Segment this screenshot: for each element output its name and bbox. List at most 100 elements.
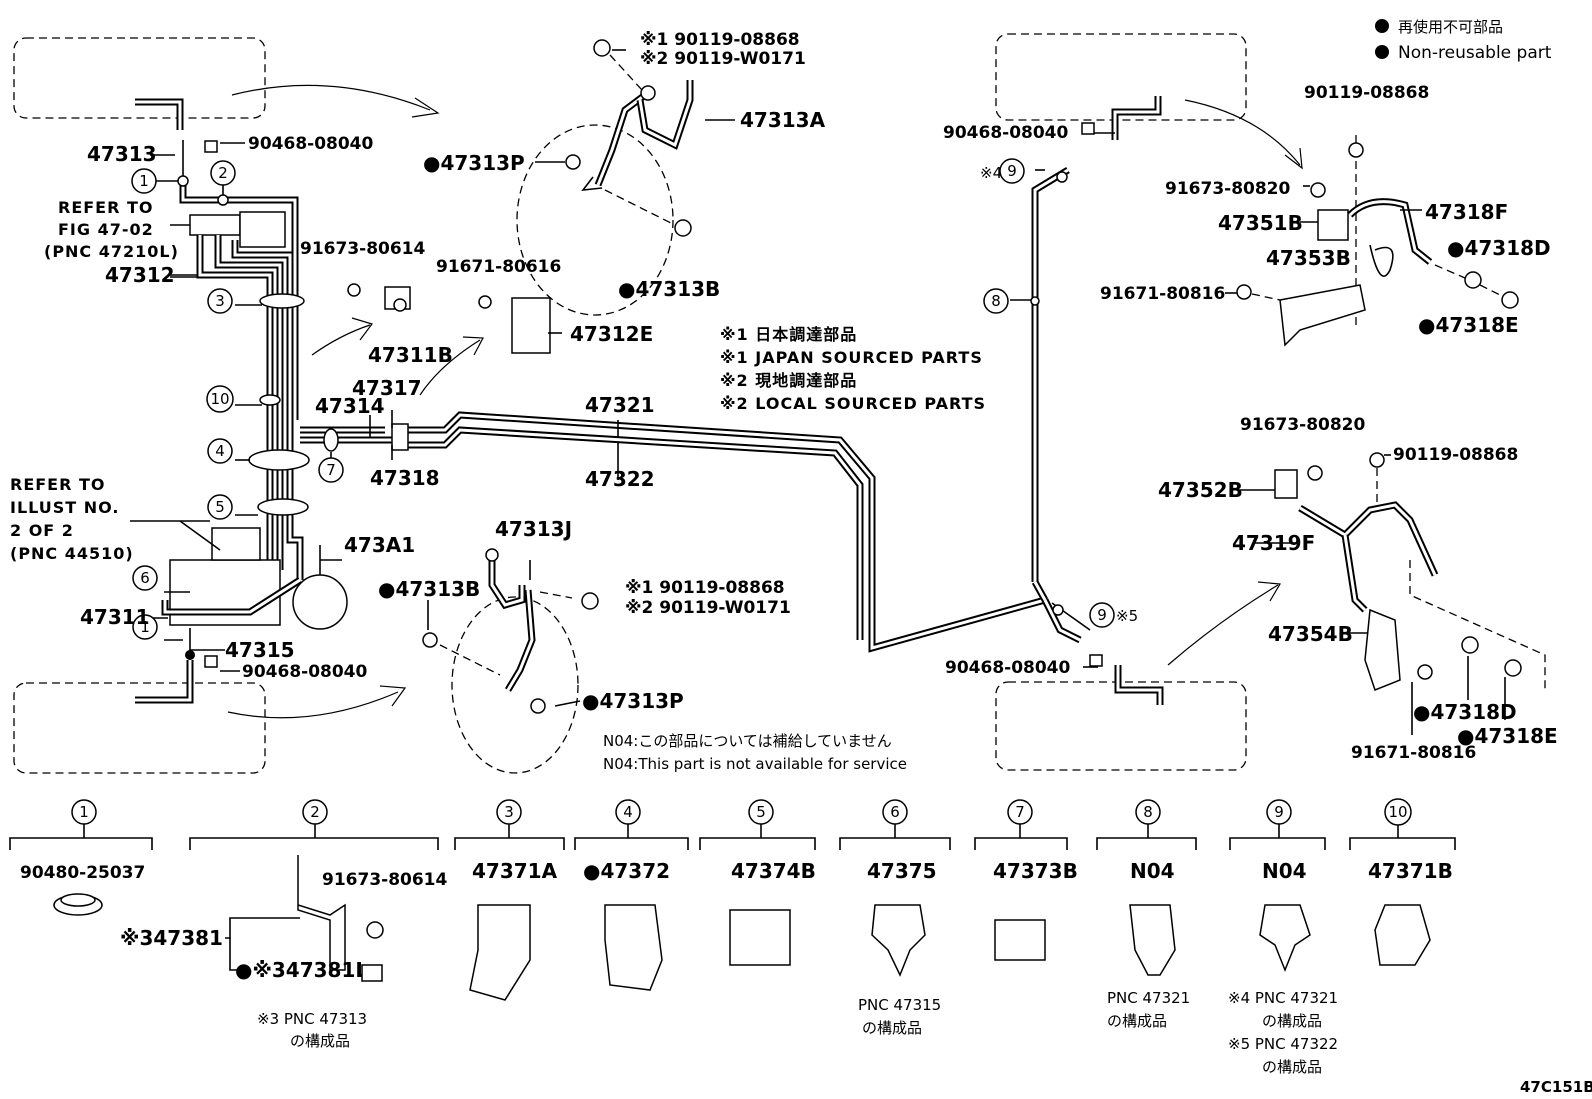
label-90468: 90468-08040 xyxy=(943,123,1069,143)
svg-text:6: 6 xyxy=(140,569,150,587)
outline-rear-right xyxy=(995,681,1247,771)
component-7: 7 47373B xyxy=(974,799,1078,961)
svg-text:2: 2 xyxy=(310,803,320,821)
svg-text:4: 4 xyxy=(215,442,225,460)
figure-code: 47C151B xyxy=(1520,1078,1592,1096)
clamp-7 xyxy=(323,428,339,452)
clip-icon xyxy=(871,904,926,977)
hose-stub xyxy=(135,660,194,704)
callout-9: 9 xyxy=(999,158,1025,184)
refer-illust: REFER TO ILLUST NO. 2 OF 2 (PNC 44510) xyxy=(10,475,134,563)
svg-text:ILLUST NO.: ILLUST NO. xyxy=(10,498,120,517)
svg-text:9: 9 xyxy=(1274,803,1284,821)
label-x5: ※5 xyxy=(1116,607,1138,625)
svg-text:REFER TO: REFER TO xyxy=(58,198,154,217)
callout-8: 8 xyxy=(983,288,1009,314)
vehicle-outlines xyxy=(13,33,1247,774)
label-90119-08868: 90119-08868 xyxy=(1304,83,1429,103)
outline-rear-left xyxy=(13,682,266,774)
detail-ellipse xyxy=(451,596,579,774)
label-fl-bolt-1: ※1 90119-08868 xyxy=(640,30,800,50)
svg-text:PNC 47315: PNC 47315 xyxy=(858,996,941,1014)
svg-text:の構成品: の構成品 xyxy=(1262,1058,1322,1076)
bolt-icon xyxy=(593,39,611,57)
reservoir-473A1 xyxy=(292,574,348,630)
component-3: 3 47371A xyxy=(454,799,565,1001)
label-91673-80820: 91673-80820 xyxy=(1165,179,1291,199)
label-47313P: ●47313P xyxy=(582,689,684,713)
bracket-47352B xyxy=(1274,469,1298,499)
bolt-icon xyxy=(422,632,438,648)
label-47318E: ●47318E xyxy=(1418,313,1519,337)
label-47313: 47313 xyxy=(87,142,157,166)
hose-stub xyxy=(135,98,184,130)
svg-text:N04: N04 xyxy=(1262,859,1307,883)
svg-text:N04:この部品については補給していません: N04:この部品については補給していません xyxy=(603,732,892,750)
callout-5: 5 xyxy=(207,494,233,520)
component-10: 10 47371B xyxy=(1349,798,1456,966)
label-47318D: ●47318D xyxy=(1447,236,1551,260)
label-47315: 47315 xyxy=(225,638,295,662)
svg-text:の構成品: の構成品 xyxy=(1107,1012,1167,1030)
svg-text:10: 10 xyxy=(1388,803,1407,821)
svg-text:REFER TO: REFER TO xyxy=(10,475,106,494)
svg-text:3: 3 xyxy=(215,292,225,310)
label-47353B: 47353B xyxy=(1266,246,1351,270)
legend-dot-icon xyxy=(1375,45,1389,59)
bolt-icon xyxy=(1369,452,1385,468)
label-90468: 90468-08040 xyxy=(945,658,1071,678)
svg-text:(PNC 44510): (PNC 44510) xyxy=(10,544,134,563)
callout-10: 10 xyxy=(206,385,234,413)
label-47313B: ●47313B xyxy=(378,577,480,601)
svg-text:(PNC 47210L): (PNC 47210L) xyxy=(44,242,179,261)
svg-text:47371A: 47371A xyxy=(472,859,558,883)
clamp-icon xyxy=(729,909,791,966)
grommet-icon xyxy=(1081,122,1095,135)
component-5: 5 47374B xyxy=(699,799,816,966)
clamp-icon xyxy=(994,919,1046,961)
hose-stub xyxy=(1111,96,1162,140)
label-90119-08868: 90119-08868 xyxy=(1393,445,1518,465)
label-47318E: ●47318E xyxy=(1457,724,1558,748)
label-47322: 47322 xyxy=(585,467,655,491)
arrow-icon xyxy=(1184,99,1301,166)
svg-text:N04:This part is not available: N04:This part is not available for servi… xyxy=(603,755,907,773)
label-47354B: 47354B xyxy=(1268,622,1353,646)
legend: 再使用不可部品 Non-reusable part xyxy=(1375,18,1552,63)
svg-text:6: 6 xyxy=(890,803,900,821)
rear-flex-hose xyxy=(422,548,599,774)
legend-dot-icon xyxy=(1375,19,1389,33)
bracket-47351B xyxy=(1317,209,1349,241)
svg-text:※1 JAPAN SOURCED PARTS: ※1 JAPAN SOURCED PARTS xyxy=(720,348,983,367)
svg-text:5: 5 xyxy=(756,803,766,821)
label-47313A: 47313A xyxy=(740,108,826,132)
svg-text:91673-80614: 91673-80614 xyxy=(322,870,448,890)
svg-text:2 OF 2: 2 OF 2 xyxy=(10,521,74,540)
refer-fig: REFER TO FIG 47-02 (PNC 47210L) xyxy=(44,198,179,261)
label-rl-bolt-1: ※1 90119-08868 xyxy=(625,578,785,598)
clamp-icon xyxy=(469,904,531,1001)
callout-2: 2 xyxy=(210,160,236,186)
clamp-10 xyxy=(259,394,281,406)
svg-text:●※347381L: ●※347381L xyxy=(235,958,368,982)
label-x4: ※4 xyxy=(980,164,1002,182)
arrow-icon xyxy=(227,691,399,719)
svg-text:※2 LOCAL SOURCED PARTS: ※2 LOCAL SOURCED PARTS xyxy=(720,394,986,413)
arrow-icon xyxy=(419,339,481,396)
hose-stub xyxy=(1114,665,1164,705)
label-47317: 47317 xyxy=(352,376,422,400)
svg-text:※347381: ※347381 xyxy=(120,926,223,950)
grommet-icon xyxy=(1089,654,1103,667)
component-2: 2 91673-80614 ※347381 ●※347381L ※3 PNC 4… xyxy=(120,799,448,1050)
bolt-icon xyxy=(366,921,384,939)
component-table: 1 90480-25037 2 91673-80614 ※347381 ●※34… xyxy=(9,798,1456,1076)
label-fl-bolt-2: ※2 90119-W0171 xyxy=(640,49,806,69)
bracket-icon xyxy=(297,855,346,971)
leader-lines xyxy=(130,49,1506,735)
svg-text:4: 4 xyxy=(623,803,633,821)
bolt-icon xyxy=(1236,284,1252,300)
bolt-icon xyxy=(1501,291,1519,309)
svg-text:1: 1 xyxy=(140,618,150,636)
callout-1: 1 xyxy=(131,168,157,194)
